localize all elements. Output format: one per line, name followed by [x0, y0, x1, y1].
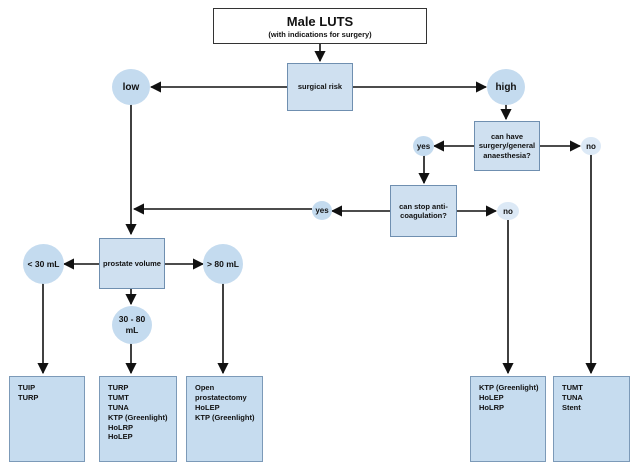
outcome-item: HoLEP — [479, 392, 504, 402]
outcome-30-80-box: TURP TUMT TUNA KTP (Greenlight) HoLRP Ho… — [99, 376, 177, 462]
outcome-item: Stent — [562, 402, 581, 412]
low-label: low — [122, 81, 140, 93]
no-node-anticoag: no — [497, 202, 519, 220]
yes-node-anticoag: yes — [312, 201, 332, 220]
outcome-lt-30-box: TUIP TURP — [9, 376, 85, 462]
no-label-surgery: no — [586, 141, 596, 151]
diagram-title: Male LUTS — [286, 14, 354, 29]
prostate-volume-label: prostate volume — [103, 258, 161, 268]
prostate-volume-box: prostate volume — [99, 238, 165, 289]
volume-30-80-label: 30 - 80 mL — [118, 313, 146, 335]
outcome-item: prostatectomy — [195, 392, 247, 402]
surgical-risk-label: surgical risk — [297, 82, 343, 92]
no-label-anticoag: no — [503, 206, 513, 216]
outcome-item: HoLRP — [479, 402, 504, 412]
high-node: high — [487, 69, 525, 105]
volume-30-80-node: 30 - 80 mL — [112, 306, 152, 344]
outcome-item: TUNA — [562, 392, 583, 402]
outcome-no-surgery-box: TUMT TUNA Stent — [553, 376, 630, 462]
low-node: low — [112, 69, 150, 105]
outcome-item: KTP (Greenlight) — [108, 412, 168, 422]
can-have-surgery-label: can have surgery/general anaesthesia? — [478, 131, 536, 160]
outcome-item: TURP — [108, 383, 129, 392]
volume-lt-30-label: < 30 mL — [27, 259, 60, 269]
surgical-risk-box: surgical risk — [287, 63, 353, 111]
outcome-item: TUMT — [108, 392, 129, 402]
outcome-item: Open — [195, 383, 215, 392]
outcome-item: HoLRP — [108, 422, 133, 432]
volume-lt-30-node: < 30 mL — [23, 244, 64, 284]
yes-label-anticoag: yes — [315, 206, 329, 215]
outcome-item: KTP (Greenlight) — [479, 383, 539, 392]
outcome-no-anticoag-box: KTP (Greenlight) HoLEP HoLRP — [470, 376, 546, 462]
diagram-subtitle: (with indications for surgery) — [268, 30, 372, 39]
outcome-item: KTP (Greenlight) — [195, 412, 255, 422]
yes-node-surgery: yes — [413, 136, 434, 156]
diagram-title-box: Male LUTS (with indications for surgery) — [213, 8, 427, 44]
yes-label-surgery: yes — [416, 141, 431, 151]
can-stop-anticoagulation-label: can stop anti-coagulation? — [399, 201, 448, 220]
volume-gt-80-label: > 80 mL — [207, 259, 239, 269]
volume-gt-80-node: > 80 mL — [203, 244, 243, 284]
can-have-surgery-box: can have surgery/general anaesthesia? — [474, 121, 540, 171]
outcome-item: HoLEP — [195, 402, 220, 412]
no-node-surgery: no — [581, 137, 601, 155]
high-label: high — [495, 81, 517, 93]
outcome-item: TUIP — [18, 383, 36, 392]
can-stop-anticoagulation-box: can stop anti-coagulation? — [390, 185, 457, 237]
outcome-gt-80-box: Open prostatectomy HoLEP KTP (Greenlight… — [186, 376, 263, 462]
outcome-item: TUNA — [108, 402, 129, 412]
outcome-item: HoLEP — [108, 432, 133, 442]
outcome-item: TURP — [18, 392, 39, 402]
outcome-item: TUMT — [562, 383, 583, 392]
